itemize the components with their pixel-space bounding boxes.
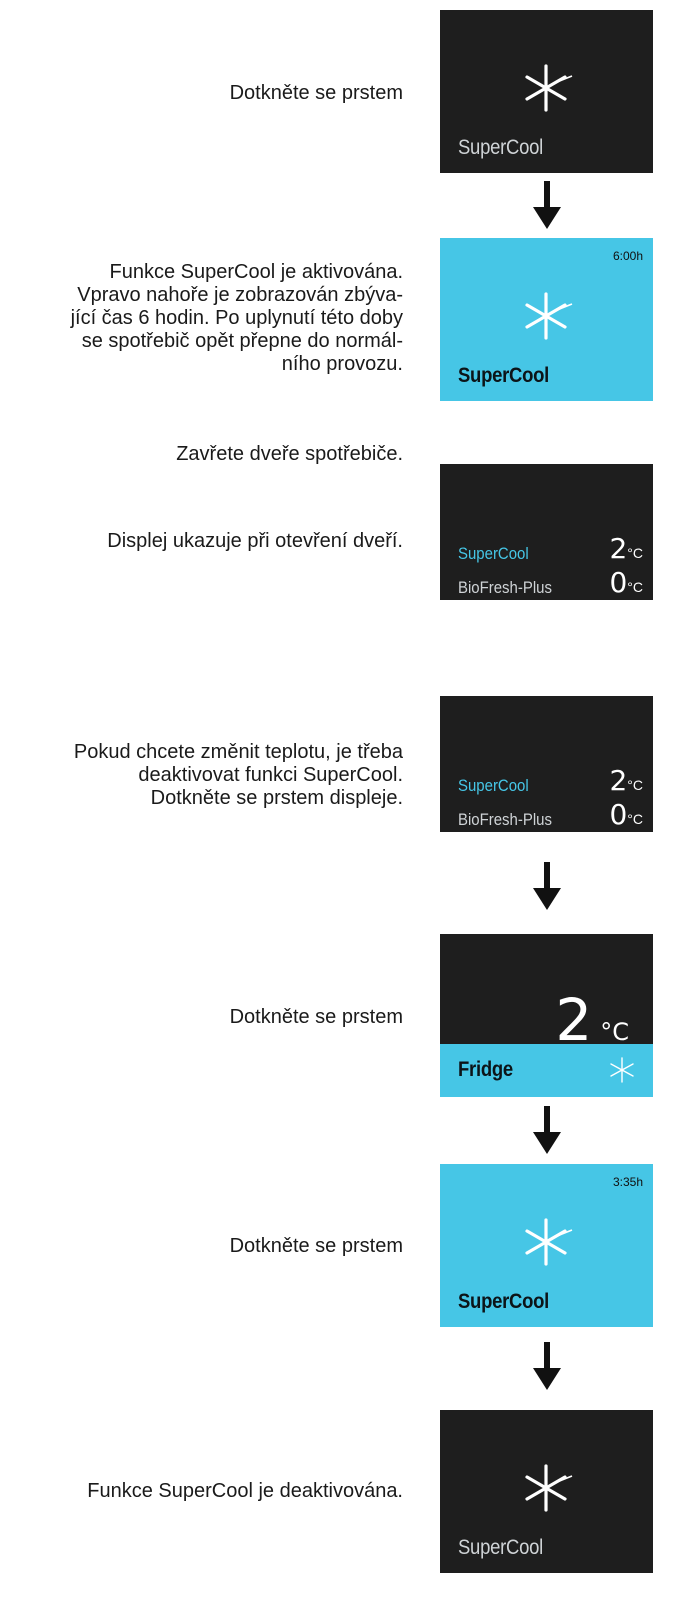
- fridge-label: Fridge: [458, 1058, 513, 1081]
- supercool-label: SuperCool: [458, 364, 550, 387]
- biofresh-row-temp: 0°C: [609, 798, 643, 831]
- temp-unit: °C: [627, 579, 643, 595]
- supercool-row-label: SuperCool: [458, 776, 529, 795]
- down-arrow-icon: [533, 862, 561, 910]
- temp-value: 0: [609, 566, 628, 599]
- snowflake-icon: [525, 64, 573, 112]
- temp-value: 2: [609, 764, 628, 797]
- door-open-display: SuperCool 2°C BioFresh-Plus 0°C: [440, 464, 653, 600]
- down-arrow-icon: [533, 1106, 561, 1154]
- remaining-time: 6:00h: [612, 249, 643, 263]
- caption-supercool-deactivated: Funkce SuperCool je deaktivována.: [87, 1480, 403, 1502]
- supercool-button-active[interactable]: 3:35h SuperCool: [440, 1164, 653, 1327]
- caption-deactivate-to-change: Pokud chcete změnit teplotu, je třeba de…: [0, 741, 403, 810]
- caption-touch-3: Dotkněte se prstem: [229, 1235, 403, 1257]
- remaining-time: 3:35h: [612, 1175, 643, 1189]
- biofresh-row-label: BioFresh-Plus: [458, 578, 552, 597]
- caption-line: se spotřebič opět přepne do normál-: [81, 330, 403, 352]
- supercool-label: SuperCool: [458, 1536, 543, 1559]
- caption-close-door: Zavřete dveře spotřebiče.: [176, 443, 403, 465]
- caption-touch-2: Dotkněte se prstem: [229, 1006, 403, 1028]
- snowflake-icon: [525, 1464, 573, 1512]
- caption-line: ního provozu.: [281, 353, 403, 375]
- temp-unit: °C: [627, 545, 643, 561]
- temp-value: 0: [609, 798, 628, 831]
- down-arrow-icon: [533, 1342, 561, 1390]
- temp-value: 2: [555, 986, 593, 1054]
- caption-touch-1: Dotkněte se prstem: [229, 82, 403, 104]
- supercool-button-inactive[interactable]: SuperCool: [440, 1410, 653, 1573]
- supercool-button-inactive[interactable]: SuperCool: [440, 10, 653, 173]
- caption-line: Funkce SuperCool je aktivována.: [109, 261, 404, 283]
- caption-door-open-display: Displej ukazuje při otevření dveří.: [107, 530, 403, 552]
- caption-supercool-activated: Funkce SuperCool je aktivována. Vpravo n…: [0, 261, 403, 376]
- caption-line: jící čas 6 hodin. Po uplynutí této doby: [70, 307, 403, 329]
- temp-value: 2: [609, 532, 628, 565]
- supercool-label: SuperCool: [458, 1290, 550, 1313]
- caption-line: Dotkněte se prstem displeje.: [150, 787, 403, 809]
- temp-unit: °C: [600, 1018, 629, 1046]
- supercool-button-active[interactable]: 6:00h SuperCool: [440, 238, 653, 401]
- supercool-row-label: SuperCool: [458, 544, 529, 563]
- fridge-supercool-bar[interactable]: Fridge: [440, 1044, 653, 1097]
- snowflake-icon: [525, 1218, 573, 1266]
- temp-unit: °C: [627, 811, 643, 827]
- caption-line: Vpravo nahoře je zobrazován zbýva-: [77, 284, 403, 306]
- temp-unit: °C: [627, 777, 643, 793]
- down-arrow-icon: [533, 181, 561, 229]
- door-open-display-touch[interactable]: SuperCool 2°C BioFresh-Plus 0°C: [440, 696, 653, 832]
- supercool-row-temp: 2°C: [609, 764, 643, 797]
- caption-line: Pokud chcete změnit teplotu, je třeba: [73, 741, 403, 763]
- fridge-temp: 2°C: [555, 986, 629, 1054]
- fridge-temperature-display: 2°C Fridge: [440, 934, 653, 1097]
- supercool-row-temp: 2°C: [609, 532, 643, 565]
- snowflake-icon: [525, 292, 573, 340]
- caption-line: deaktivovat funkci SuperCool.: [138, 764, 403, 786]
- supercool-label: SuperCool: [458, 136, 543, 159]
- snowflake-icon[interactable]: [609, 1057, 635, 1083]
- biofresh-row-label: BioFresh-Plus: [458, 810, 552, 829]
- biofresh-row-temp: 0°C: [609, 566, 643, 599]
